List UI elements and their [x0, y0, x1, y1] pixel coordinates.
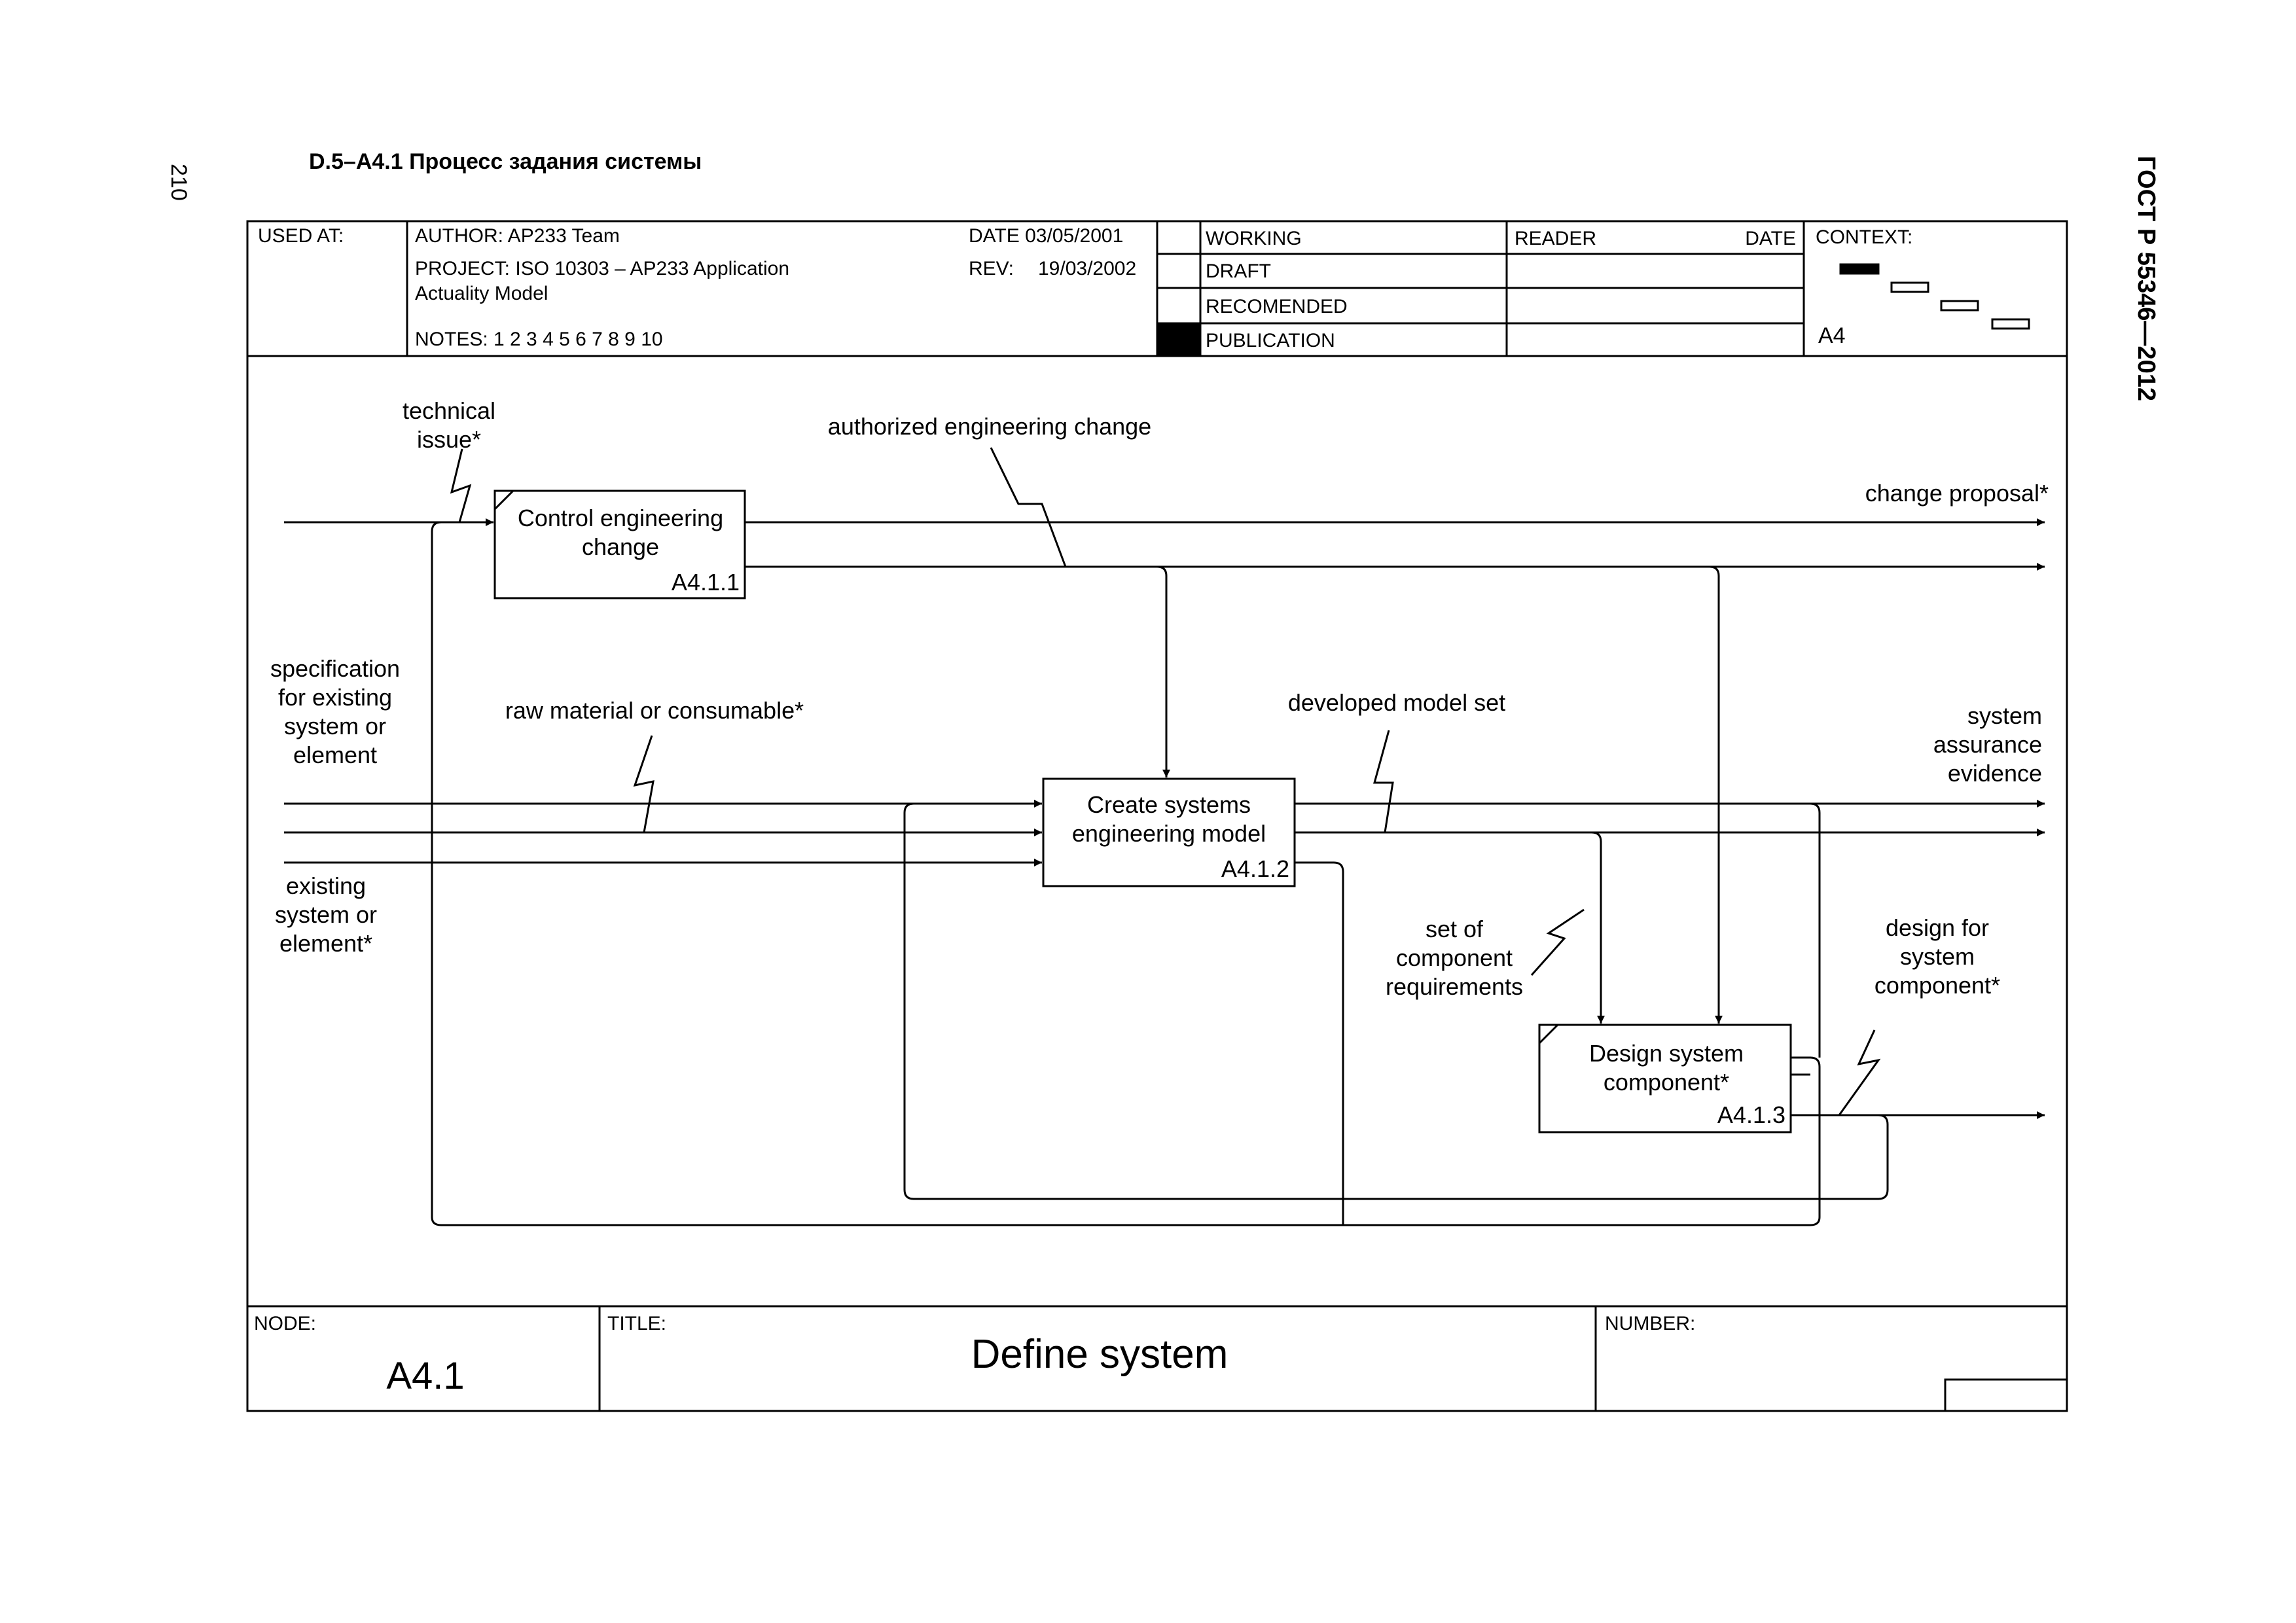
label-existing-system-line2: system or	[275, 901, 377, 928]
node-value: A4.1	[386, 1355, 464, 1397]
label-assurance: system	[1967, 702, 2042, 729]
activity-name: Control engineering	[518, 505, 723, 531]
label-technical-issue-line2: issue*	[417, 426, 481, 453]
activity-name-continued: change	[582, 533, 659, 560]
number-label: NUMBER:	[1605, 1313, 1695, 1334]
activity-name-continued: component*	[1604, 1069, 1729, 1096]
status-working: WORKING	[1206, 228, 1302, 249]
arrow-authorized-change-to-a412	[1157, 565, 1170, 777]
form-frame	[246, 220, 2068, 1412]
activity-box-a413: Design system component* A4.1.3	[1538, 1024, 1792, 1133]
label-leaders	[450, 447, 1881, 1116]
label-specification-line2: for existing	[278, 684, 392, 711]
label-design-component-line2: system	[1900, 943, 1975, 970]
used-at-label: USED AT:	[258, 225, 344, 247]
context-icon	[1839, 263, 2030, 330]
status-draft: DRAFT	[1206, 260, 1271, 282]
label-authorized-change: authorized engineering change	[828, 413, 1151, 440]
publication-status-marker	[1158, 324, 1200, 355]
label-existing-system-line3: element*	[279, 930, 372, 957]
label-component-requirements-line2: component	[1396, 944, 1513, 971]
label-assurance-line2: assurance	[1933, 731, 2042, 758]
status-recomended: RECOMENDED	[1206, 296, 1348, 317]
title-label: TITLE:	[607, 1313, 666, 1334]
context-node: A4	[1818, 323, 1846, 348]
activity-box-a411: Control engineering change A4.1.1	[493, 490, 746, 599]
label-design-component-line3: component*	[1874, 972, 2000, 999]
node-label: NODE:	[254, 1313, 316, 1334]
feedback-loop-outer	[431, 521, 1821, 1226]
feedback-loop-assurance-join	[1810, 802, 1821, 1058]
feedback-loop-a412	[1295, 861, 1344, 1225]
section-heading: D.5–A4.1 Процесс задания системы	[309, 149, 702, 174]
project-text: PROJECT: ISO 10303 – AP233 Application	[415, 258, 789, 279]
activity-name: Create systems	[1087, 791, 1251, 818]
rev-value: 19/03/2002	[1038, 258, 1136, 279]
arrow-authorized-change-to-a413	[1709, 565, 1723, 1024]
project-text-continued: Actuality Model	[415, 283, 548, 304]
activity-name-continued: engineering model	[1072, 820, 1266, 847]
arrow-requirements-to-a413	[1591, 831, 1605, 1024]
feedback-loop-inner	[903, 802, 1889, 1200]
label-specification-line3: system or	[284, 713, 386, 740]
label-assurance-line3: evidence	[1948, 760, 2042, 787]
notes-text: NOTES: 1 2 3 4 5 6 7 8 9 10	[415, 329, 663, 350]
label-technical-issue: technical	[403, 397, 495, 424]
label-change-proposal: change proposal*	[1865, 480, 2049, 507]
diagram-title: Define system	[971, 1332, 1229, 1377]
activity-number: A4.1.3	[1717, 1101, 1785, 1128]
activity-name: Design system	[1589, 1040, 1744, 1067]
activity-box-a412: Create systems engineering model A4.1.2	[1042, 777, 1296, 887]
reader-date-label: DATE	[1745, 228, 1796, 249]
label-component-requirements: set of	[1426, 916, 1484, 942]
label-component-requirements-line3: requirements	[1386, 973, 1523, 1000]
label-developed-model: developed model set	[1288, 689, 1505, 716]
rev-label: REV:	[969, 258, 1014, 279]
label-raw-material: raw material or consumable*	[505, 697, 804, 724]
context-label: CONTEXT:	[1816, 226, 1912, 248]
label-specification: specification	[270, 655, 400, 682]
status-publication: PUBLICATION	[1206, 330, 1335, 351]
label-existing-system: existing	[286, 872, 366, 899]
label-design-component: design for	[1886, 914, 1989, 941]
activity-number: A4.1.2	[1221, 855, 1289, 882]
activity-number: A4.1.1	[672, 569, 740, 596]
label-specification-line4: element	[293, 741, 377, 768]
date-text: DATE 03/05/2001	[969, 225, 1123, 247]
reader-label: READER	[1515, 228, 1596, 249]
author-text: AUTHOR: AP233 Team	[415, 225, 620, 247]
